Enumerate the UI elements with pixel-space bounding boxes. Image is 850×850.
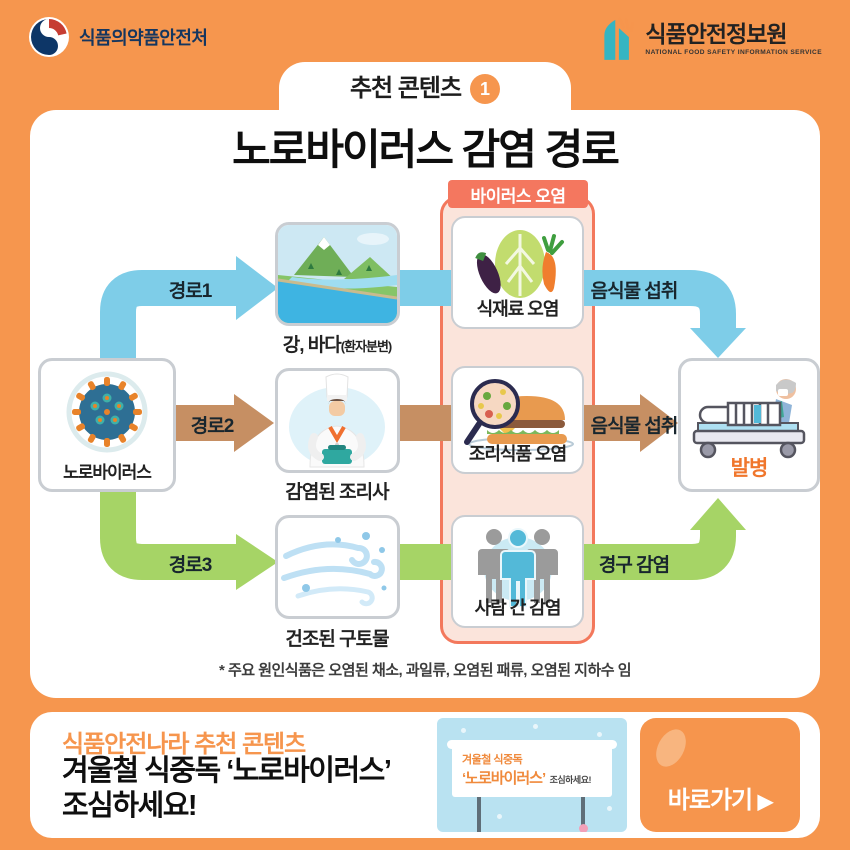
- thumbnail-suffix: 조심하세요!: [549, 775, 592, 785]
- people-icon: [477, 528, 558, 607]
- nfsi-logo-text: 식품안전정보원 NATIONAL FOOD SAFETY INFORMATION…: [645, 20, 822, 56]
- route1-intake-label: 음식물 섭취: [590, 281, 679, 302]
- route1-label: 경로1: [168, 281, 213, 302]
- go-button-text: 바로가기: [667, 787, 753, 814]
- footer-headline-line1: 겨울철 식중독 ‘노로바이러스’: [62, 755, 392, 787]
- ingredient-contamination-label: 식재료 오염: [476, 299, 560, 319]
- river-sea-label-sub: (환자분변): [340, 339, 392, 354]
- vegetables-icon: [474, 230, 564, 298]
- norovirus-label: 노로바이러스: [63, 463, 152, 482]
- virus-contamination-badge: 바이러스 오염: [448, 180, 588, 208]
- river-sea-node: [275, 222, 400, 326]
- page-title: 노로바이러스 감염 경로: [232, 126, 620, 173]
- snowcap-decoration: [447, 740, 617, 749]
- recommended-content-tab: 추천 콘텐츠 1: [279, 62, 571, 132]
- cooked-food-contamination-label: 조리식품 오염: [468, 444, 567, 464]
- thumbnail-tag: 겨울철 식중독: [462, 754, 523, 766]
- person-to-person-node: 사람 간 감염: [451, 515, 584, 628]
- content-thumbnail[interactable]: 겨울철 식중독 ‘노로바이러스’ 조심하세요!: [437, 718, 627, 832]
- footer-headline: 겨울철 식중독 ‘노로바이러스’ 조심하세요!: [62, 754, 392, 825]
- norovirus-node: 노로바이러스: [38, 358, 176, 492]
- play-arrow-icon: ▶: [757, 791, 773, 813]
- footnote: * 주요 원인식품은 오염된 채소, 과일류, 오염된 패류, 오염된 지하수 …: [218, 662, 632, 679]
- hospital-bed-icon: [692, 379, 806, 459]
- nfsi-logo: 식품안전정보원 NATIONAL FOOD SAFETY INFORMATION…: [598, 16, 822, 62]
- tab-label: 추천 콘텐츠: [349, 75, 462, 102]
- river-sea-icon: [278, 225, 397, 323]
- route3-oral-label: 경구 감염: [598, 555, 670, 576]
- infected-cook-label: 감염된 조리사: [285, 482, 389, 503]
- chef-icon: [289, 373, 385, 468]
- footer-headline-line2: 조심하세요!: [62, 790, 198, 823]
- wind-icon: [281, 532, 387, 607]
- river-sea-label-main: 강, 바다: [282, 335, 342, 356]
- tab-number-badge: 1: [470, 74, 501, 104]
- dried-vomit-label: 건조된 구토물: [285, 629, 389, 650]
- cooked-food-contamination-node: 조리식품 오염: [451, 366, 584, 474]
- pole-dot-decoration: [579, 824, 588, 832]
- outcome-label: 발병: [730, 457, 769, 480]
- nfsi-logo-subtitle: NATIONAL FOOD SAFETY INFORMATION SERVICE: [645, 48, 822, 56]
- thumbnail-title: ‘노로바이러스’: [462, 770, 546, 787]
- sign-pole-right: [581, 796, 585, 832]
- river-sea-label: 강, 바다(환자분변): [227, 330, 447, 357]
- go-button[interactable]: 바로가기 ▶: [640, 718, 800, 832]
- burger-magnifier-icon: [463, 379, 574, 451]
- route2-label: 경로2: [190, 416, 235, 437]
- dried-vomit-node: [275, 515, 400, 619]
- thumbnail-sign: 겨울철 식중독 ‘노로바이러스’ 조심하세요!: [452, 745, 612, 797]
- nfsi-logo-title: 식품안전정보원: [645, 20, 787, 47]
- go-button-label: 바로가기 ▶: [640, 780, 800, 815]
- outcome-node: 발병: [678, 358, 820, 492]
- route2-intake-label: 음식물 섭취: [590, 416, 679, 437]
- infected-cook-node: [275, 368, 400, 473]
- person-to-person-label: 사람 간 감염: [474, 598, 562, 618]
- mfds-logo-text: 식품의약품안전처: [79, 28, 208, 48]
- nfsi-emblem-icon: [604, 17, 635, 60]
- ingredient-contamination-node: 식재료 오염: [451, 216, 584, 329]
- mfds-emblem-icon: [29, 17, 69, 57]
- route3-label: 경로3: [168, 555, 213, 576]
- sign-pole-left: [477, 796, 481, 832]
- footer-eyebrow: 식품안전나라 추천 콘텐츠: [62, 731, 306, 758]
- virus-icon: [66, 371, 148, 453]
- mfds-logo: 식품의약품안전처: [28, 16, 208, 58]
